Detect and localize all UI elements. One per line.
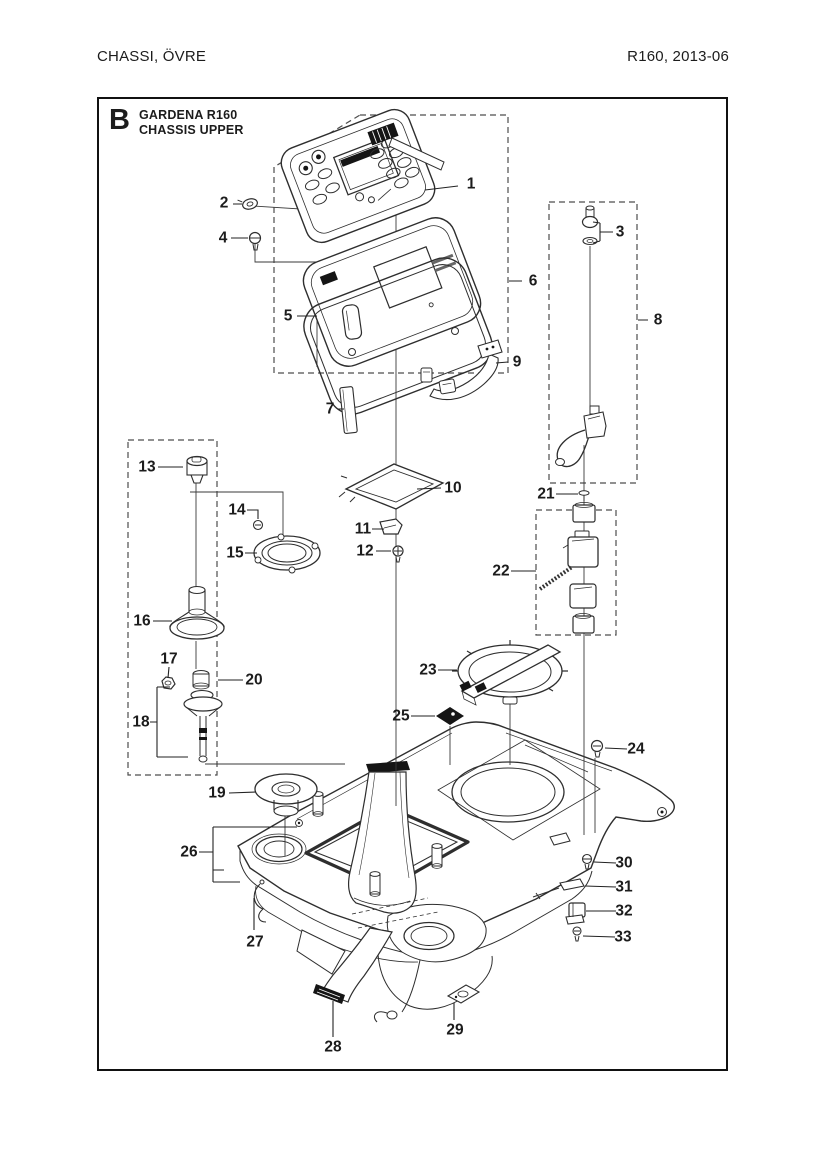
part-label-2: 2 — [220, 195, 229, 212]
part-label-15: 15 — [226, 545, 244, 562]
part-13-cap — [186, 455, 208, 484]
part-33-screw — [572, 926, 582, 942]
part-4-screw — [248, 231, 262, 251]
part-31-plate — [532, 878, 585, 900]
part-label-13: 13 — [138, 459, 156, 476]
part-2-clip — [237, 198, 258, 210]
chassis-plate-outline — [237, 721, 675, 941]
part-label-8: 8 — [654, 312, 663, 329]
part-label-5: 5 — [284, 308, 293, 325]
part-label-21: 21 — [537, 486, 555, 503]
part-label-22: 22 — [492, 563, 509, 580]
part-19-grommet — [254, 773, 318, 817]
part-label-32: 32 — [615, 903, 632, 920]
part-10-frame — [338, 463, 445, 510]
large-opening — [451, 761, 565, 823]
section-letter: B — [109, 104, 130, 136]
part-25-decal — [436, 707, 464, 725]
part-8-cable — [555, 405, 607, 468]
part-label-26: 26 — [180, 844, 198, 861]
part-label-9: 9 — [513, 354, 522, 371]
part-label-6: 6 — [529, 273, 538, 290]
part-1-cable-connector — [367, 122, 399, 146]
part-label-30: 30 — [615, 855, 632, 872]
part-label-29: 29 — [446, 1022, 464, 1039]
part-21-pin — [578, 490, 590, 501]
part-label-33: 33 — [614, 929, 632, 946]
leader-lines — [150, 185, 648, 1037]
part-label-11: 11 — [355, 521, 372, 538]
part-label-25: 25 — [392, 708, 410, 725]
part-label-16: 16 — [133, 613, 151, 630]
part-30-screw — [581, 853, 593, 870]
chassis-upper-drawing — [237, 721, 675, 1010]
part-24-screw — [590, 739, 604, 758]
part-11-bracket — [379, 518, 403, 535]
part-5-latch — [341, 304, 363, 340]
bottom-opening — [403, 921, 455, 951]
part-label-31: 31 — [615, 879, 633, 896]
part-label-4: 4 — [219, 230, 228, 247]
parts-artwork — [161, 108, 607, 1023]
part-27-wire — [253, 879, 267, 923]
part-label-3: 3 — [616, 224, 625, 241]
part-label-7: 7 — [326, 401, 335, 418]
part-label-14: 14 — [228, 502, 246, 519]
part-label-20: 20 — [245, 672, 262, 689]
group-box-20 — [127, 439, 218, 776]
part-label-1: 1 — [467, 176, 476, 193]
part-22-damper-stack — [538, 502, 599, 634]
part-14-screw — [252, 519, 264, 531]
recess-outline — [437, 739, 601, 841]
part-23-twist-cap — [452, 640, 568, 706]
part-1-ribbon-cable — [388, 137, 445, 171]
part-label-24: 24 — [627, 741, 645, 758]
part-28-ribbon — [313, 927, 393, 1004]
part-5-gasket — [303, 257, 493, 415]
part-3-knob — [581, 205, 599, 246]
part-17-nut — [161, 676, 176, 690]
diagram-title: B GARDENA R160 CHASSIS UPPER — [109, 104, 244, 138]
part-label-27: 27 — [246, 934, 263, 951]
part-9-bracket — [420, 339, 503, 401]
part-label-28: 28 — [324, 1039, 342, 1056]
doc-code: R160, 2013-06 — [627, 48, 729, 65]
part-label-18: 18 — [132, 714, 150, 731]
part-18-rod — [183, 669, 223, 763]
part-label-10: 10 — [444, 480, 461, 497]
diagram-title-line2: CHASSIS UPPER — [138, 122, 244, 137]
diagram-title-line1: GARDENA R160 — [138, 108, 238, 122]
part-32-clip — [565, 902, 586, 925]
chute-funnel — [348, 771, 417, 914]
bottom-flap — [296, 929, 346, 975]
left-opening — [255, 835, 303, 863]
part-12-screw — [392, 545, 404, 563]
part-7-strip — [339, 386, 358, 434]
chute-top — [366, 761, 410, 773]
right-bracket-seat — [549, 832, 571, 846]
group-box-8 — [548, 201, 638, 484]
part-label-19: 19 — [208, 785, 226, 802]
bottom-lobe — [377, 953, 493, 1010]
part-16-bell — [169, 585, 225, 640]
part-number-labels: 1234567891011121314151617181920212223242… — [132, 176, 662, 1056]
part-label-17: 17 — [160, 651, 177, 668]
page-title: CHASSI, ÖVRE — [97, 48, 207, 65]
part-label-23: 23 — [419, 662, 437, 679]
part-15-ring — [253, 533, 321, 574]
part-29-plate — [446, 984, 481, 1004]
bottom-shield — [386, 903, 487, 963]
part-label-12: 12 — [356, 543, 373, 560]
lower-wire — [373, 959, 421, 1023]
